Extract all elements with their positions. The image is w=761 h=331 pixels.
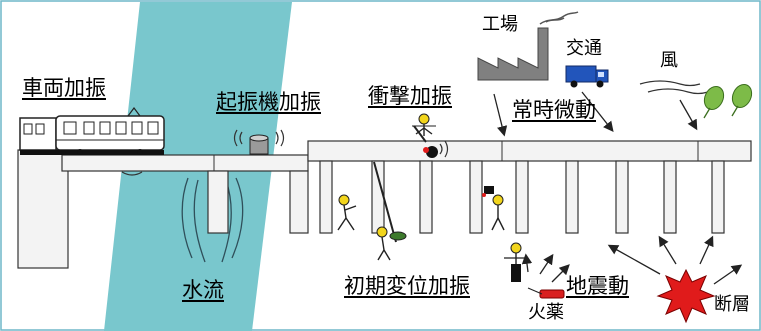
- abutment: [17, 149, 69, 269]
- wind-icon: [639, 80, 709, 95]
- person-icon: [482, 186, 505, 231]
- displacement-cable: [373, 161, 397, 243]
- pier: [207, 170, 229, 234]
- label-traffic: 交通: [566, 38, 602, 59]
- arrow-icon: [493, 91, 743, 285]
- label-microtremor: 常時微動: [512, 98, 596, 122]
- label-fault: 断層: [714, 294, 750, 315]
- label-wind: 風: [660, 50, 678, 71]
- label-exciter-excitation: 起振機加振: [216, 90, 321, 114]
- factory-icon: [477, 11, 579, 81]
- tree-icon: [703, 83, 753, 119]
- train-icon: [19, 107, 165, 155]
- label-factory: 工場: [482, 14, 518, 35]
- label-explosive: 火薬: [528, 302, 564, 323]
- explosive-icon: [527, 287, 565, 299]
- truck-icon: [565, 65, 609, 88]
- pier: [289, 170, 309, 234]
- label-initial-displacement: 初期変位加振: [344, 274, 470, 298]
- right-girder: [307, 140, 752, 162]
- vibration-wave: [121, 171, 143, 176]
- left-girder: [61, 154, 309, 172]
- person-icon: [337, 194, 357, 231]
- vibration-exciter-icon: [233, 129, 285, 155]
- label-earthquake: 地震動: [566, 274, 629, 298]
- person-icon: [376, 226, 407, 261]
- hammer-icon: [413, 125, 449, 158]
- fault-burst-icon: [656, 268, 716, 324]
- label-impact-excitation: 衝撃加振: [368, 84, 452, 108]
- person-icon: [412, 113, 436, 136]
- label-water-flow: 水流: [182, 278, 224, 302]
- right-piers: [319, 160, 725, 234]
- person-icon: [504, 242, 528, 282]
- label-train-excitation: 車両加振: [22, 76, 106, 100]
